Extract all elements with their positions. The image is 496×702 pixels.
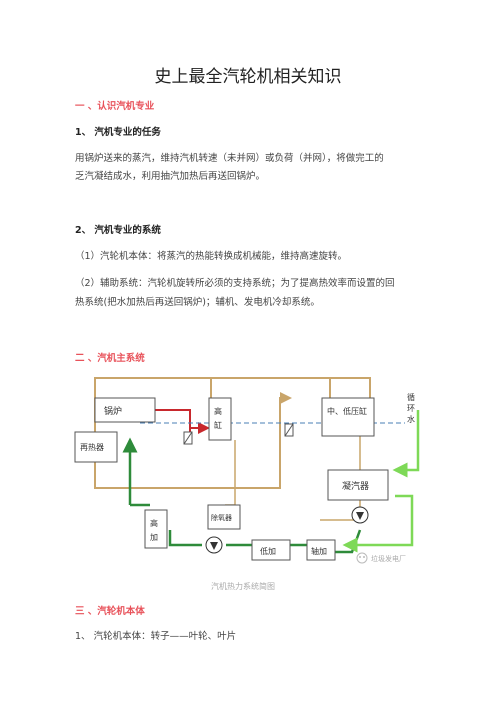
diagram-caption: 汽机热力系统简图 — [211, 582, 275, 591]
shaft-heater-box — [306, 539, 336, 561]
item1-text-line2: 乏汽凝结成水，利用抽汽加热后再送回锅炉。 — [75, 171, 266, 182]
section-heading-3: 三 、汽轮机本体 — [75, 606, 145, 617]
main-steam-lines — [155, 409, 210, 440]
item2-text-line2: （2）辅助系统：汽轮机旋转所必须的支持系统；为了提高热效率而设置的回 — [75, 278, 395, 289]
hp-heater-label-1: 高 — [150, 518, 158, 528]
watermark-text: 垃圾发电厂 — [371, 554, 406, 563]
deaerator-box — [207, 504, 241, 530]
hp-heater-label-2: 加 — [150, 532, 158, 542]
item2-text-line3: 热系统(把水加热后再送回锅炉)；辅机、发电机冷却系统。 — [75, 297, 320, 308]
circulating-water-lines — [342, 410, 420, 553]
item1-title: 1、 汽机专业的任务 — [75, 127, 161, 138]
condenser-label: 凝汽器 — [342, 480, 369, 492]
circulating-water-label-3: 水 — [407, 414, 415, 424]
boiler-box — [94, 397, 156, 423]
item2-title: 2、 汽机专业的系统 — [75, 225, 161, 236]
circulating-water-label-2: 环 — [407, 404, 415, 413]
ip-lp-label: 中、低压缸 — [327, 406, 367, 416]
section-heading-2: 二 、汽机主系统 — [75, 353, 145, 364]
shaft-heater-label: 轴加 — [311, 546, 327, 556]
hp-label-2: 缸 — [214, 420, 222, 430]
boiler-label: 锅炉 — [104, 405, 122, 417]
lp-heater-box — [251, 539, 291, 561]
watermark-logo-icon — [356, 552, 368, 564]
hp-heater-box — [144, 509, 168, 549]
deaerator-label: 除氧器 — [211, 513, 232, 522]
reheater-box — [74, 431, 118, 463]
circulating-water-label-1: 循 — [407, 392, 415, 402]
item1-text-line1: 用锅炉送来的蒸汽，维持汽机转速（未并网）或负荷（并网），将做完工的 — [75, 153, 384, 164]
hp-label-1: 高 — [214, 406, 222, 416]
condenser-box — [327, 469, 389, 501]
condensate-pump-icon — [351, 506, 369, 524]
page-title: 史上最全汽轮机相关知识 — [154, 67, 342, 87]
ip-lp-cylinder-box — [321, 397, 375, 437]
lp-heater-label: 低加 — [260, 546, 276, 556]
section-heading-1: 一 、认识汽机专业 — [75, 101, 155, 112]
feed-pump-icon — [205, 536, 223, 554]
item2-text-line1: （1）汽轮机本体：将蒸汽的热能转换成机械能，维持高速旋转。 — [75, 251, 348, 262]
s3-line1: 1、 汽轮机本体：转子——叶轮、叶片 — [75, 631, 237, 642]
hp-cylinder-box — [208, 397, 232, 441]
reheater-label: 再热器 — [80, 442, 104, 452]
